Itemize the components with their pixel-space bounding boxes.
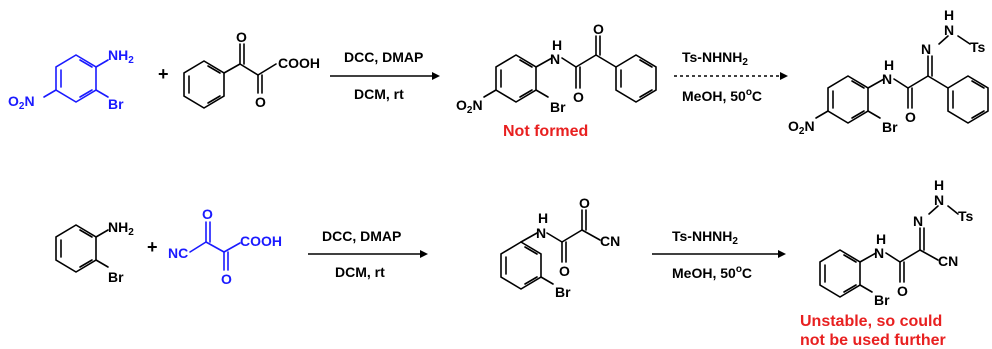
conditions-top: DCC, DMAP [344, 49, 423, 65]
phenyl-ring [947, 75, 989, 124]
amide-o-label: O [559, 263, 570, 279]
product-ketoamide: H N O O O2N Br [456, 21, 657, 116]
alpha-o-label: O [221, 271, 232, 287]
nh-h-label: H [944, 7, 954, 23]
reagent-bottom: MeOH, 50oC [672, 264, 752, 281]
nh2-label: NH2 [108, 47, 134, 66]
nh-n-label: N [934, 192, 944, 208]
aryl-ring [819, 249, 861, 298]
unstable-note-line2: not be used further [800, 332, 946, 349]
product-cyano-ketoamide: H N O O CN Br [500, 195, 620, 300]
nh-h-label: H [552, 37, 562, 53]
cn-label: CN [938, 253, 958, 269]
nh-h-label: H [934, 177, 944, 193]
nh-n-label: N [944, 22, 954, 38]
br-label: Br [108, 96, 124, 112]
nitro-label: O2N [456, 97, 483, 116]
imine-n-label: N [921, 41, 931, 57]
ketone-o-label: O [236, 29, 247, 45]
benzene-ring [55, 54, 97, 103]
amide-n-label: N [882, 71, 892, 87]
conditions-bottom: DCM, rt [335, 264, 385, 280]
reactant-phenylglyoxylic-acid: O O COOH [183, 29, 320, 110]
reactant-cyano-oxoacid: O O NC COOH [168, 206, 282, 287]
nh-n-label: N [550, 51, 560, 67]
reactant-bromoaniline: NH2 Br [55, 219, 134, 285]
amide-o-label: O [905, 109, 916, 125]
aryl-ring [495, 54, 537, 103]
br-label: Br [550, 99, 566, 115]
nitro-label: O2N [8, 93, 35, 112]
phenyl-ring [615, 54, 657, 103]
plus-sign: + [147, 237, 158, 257]
product-hydrazone-2: H N Ts N H N O CN Br [819, 177, 974, 308]
amide-o-label: O [897, 283, 908, 299]
reagent-top: Ts-NHNH2 [682, 49, 748, 68]
aryl-ring [500, 241, 542, 290]
product-hydrazone-1: H N Ts N H N O O2N Br [788, 7, 989, 137]
ketone-o-label: O [579, 195, 590, 211]
nh-n-label: N [536, 225, 546, 241]
nh-h-label: H [538, 210, 548, 226]
alpha-o-label: O [255, 94, 266, 110]
br-label: Br [555, 284, 571, 300]
br-label: Br [874, 292, 890, 308]
ketone-o-label: O [202, 206, 213, 222]
reaction-arrow-3: DCC, DMAP DCM, rt [308, 228, 428, 280]
amide-h-label: H [876, 231, 886, 247]
reaction-arrow-4: Ts-NHNH2 MeOH, 50oC [652, 228, 786, 281]
imine-n-label: N [913, 213, 923, 229]
reaction-arrow-1: DCC, DMAP DCM, rt [330, 49, 440, 102]
nc-label: NC [168, 245, 188, 261]
conditions-top: DCC, DMAP [322, 228, 401, 244]
nh2-label: NH2 [108, 219, 134, 238]
amide-n-label: N [874, 245, 884, 261]
unstable-note-line1: Unstable, so could [800, 313, 942, 330]
aryl-ring [827, 75, 869, 124]
ts-label: Ts [970, 39, 986, 55]
br-label: Br [882, 119, 898, 135]
cn-label: CN [600, 233, 620, 249]
br-label: Br [108, 269, 124, 285]
reagent-bottom: MeOH, 50oC [682, 87, 762, 104]
not-formed-note: Not formed [503, 123, 588, 140]
amide-o-label: O [573, 89, 584, 105]
reactant-bromo-nitroaniline: NH2 O2N Br [8, 47, 134, 112]
amide-h-label: H [884, 57, 894, 73]
phenyl-ring [183, 60, 225, 109]
reagent-top: Ts-NHNH2 [672, 228, 738, 247]
conditions-bottom: DCM, rt [354, 86, 404, 102]
nitro-label: O2N [788, 118, 815, 137]
cooh-label: COOH [278, 55, 320, 71]
benzene-ring [55, 224, 97, 273]
cooh-label: COOH [240, 233, 282, 249]
ketone-o-label: O [593, 21, 604, 37]
plus-sign: + [158, 64, 169, 84]
ts-label: Ts [958, 208, 974, 224]
reaction-arrow-2: Ts-NHNH2 MeOH, 50oC [674, 49, 788, 104]
